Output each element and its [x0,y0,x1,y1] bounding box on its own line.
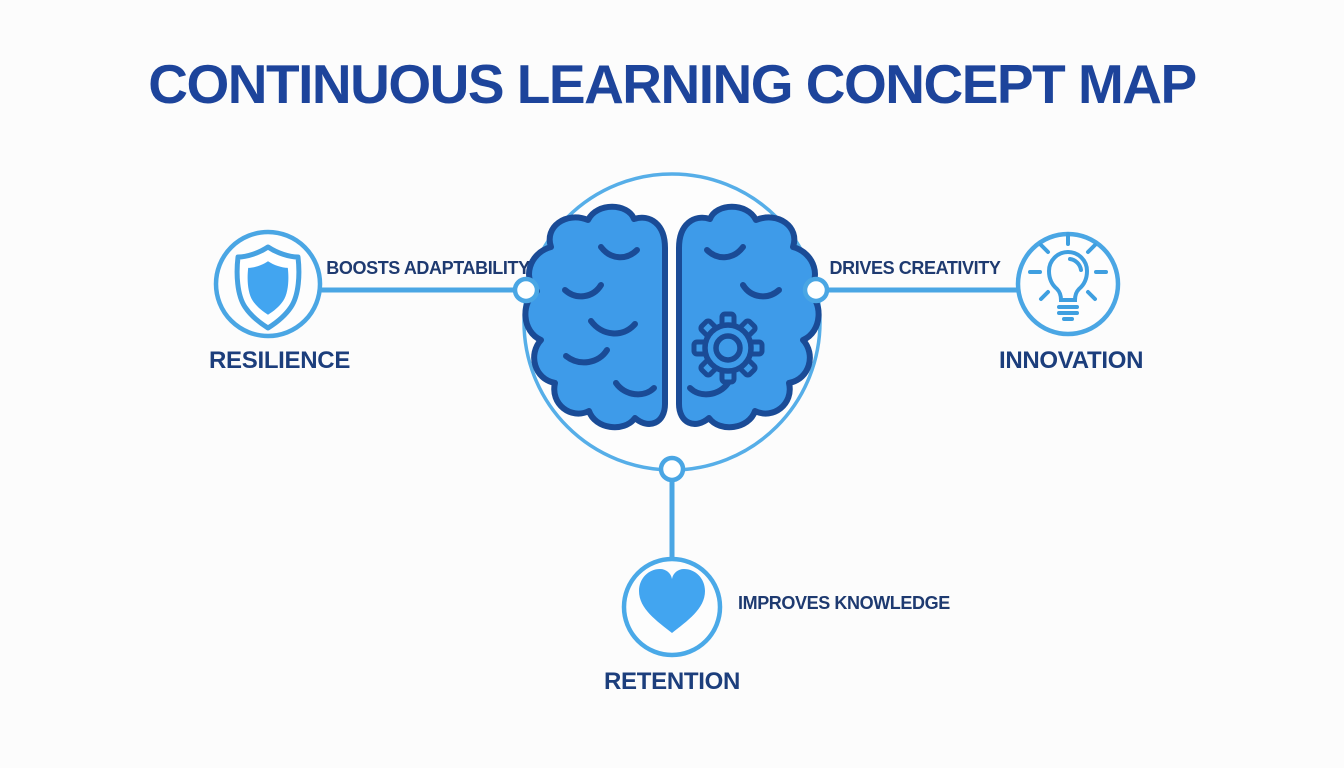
connector-dot-left [512,276,540,304]
edge-label-boosts-adaptability: BOOSTS ADAPTABILITY [326,258,530,278]
edge-lines [318,287,1022,562]
node-label-retention: RETENTION [604,668,740,695]
shield-icon [234,244,302,331]
gear-icon [691,311,765,385]
innovation-node [1015,231,1121,337]
connector-dot-bottom [658,455,686,483]
connector-dots [512,276,830,483]
page-title: CONTINUOUS LEARNING CONCEPT MAP [148,53,1197,115]
connector-dot-right [802,276,830,304]
brain-gear-icon [522,203,822,431]
brain-left-hemisphere [522,203,668,431]
heart-icon [639,569,705,633]
lightbulb-icon [1028,232,1108,321]
node-label-resilience: RESILIENCE [209,347,351,374]
edge-label-drives-creativity: DRIVES CREATIVITY [829,258,1001,278]
resilience-node [213,229,323,339]
edge-label-improves-knowledge: IMPROVES KNOWLEDGE [738,593,950,613]
node-label-innovation: INNOVATION [999,347,1144,374]
retention-node [621,556,723,658]
